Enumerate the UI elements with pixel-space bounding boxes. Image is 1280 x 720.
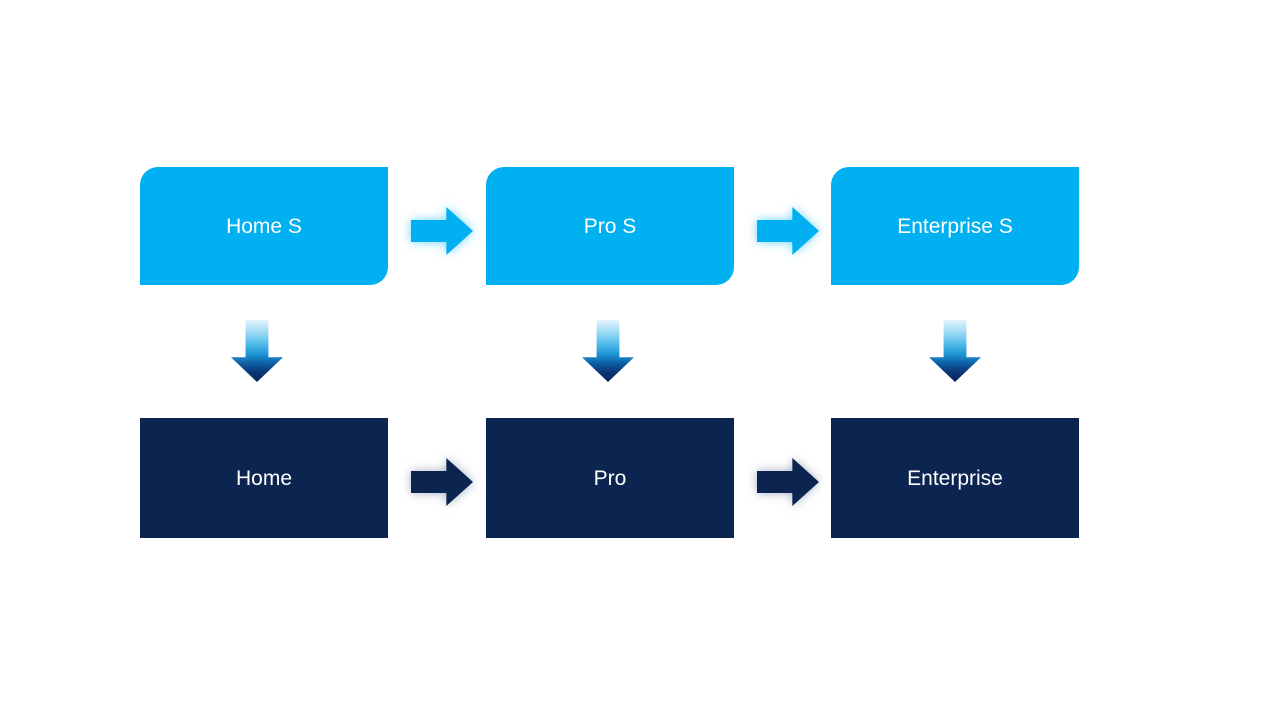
box-enterprise-s: Enterprise S	[831, 167, 1079, 285]
box-home: Home	[140, 418, 388, 538]
box-home-label: Home	[235, 466, 293, 490]
arrow-right-shape	[411, 207, 473, 255]
arrow-right-icon	[411, 458, 473, 506]
arrow-down-icon	[582, 320, 634, 382]
arrow-right-shape	[757, 207, 819, 255]
arrow-right-shape	[411, 458, 473, 506]
box-enterprise-label: Enterprise	[907, 466, 1003, 490]
box-home-s: Home S	[140, 167, 388, 285]
arrow-right-icon	[757, 207, 819, 255]
box-enterprise: Enterprise	[831, 418, 1079, 538]
box-pro: Pro	[486, 418, 734, 538]
arrow-right-icon	[757, 458, 819, 506]
box-pro-s: Pro S	[486, 167, 734, 285]
arrow-down-icon	[231, 320, 283, 382]
arrow-right-shape	[757, 458, 819, 506]
box-pro-label: Pro	[593, 466, 627, 490]
arrow-down-icon	[929, 320, 981, 382]
box-home-s-label: Home S	[226, 214, 302, 238]
arrow-right-icon	[411, 207, 473, 255]
box-enterprise-s-label: Enterprise S	[897, 214, 1013, 238]
box-pro-s-label: Pro S	[583, 214, 637, 238]
